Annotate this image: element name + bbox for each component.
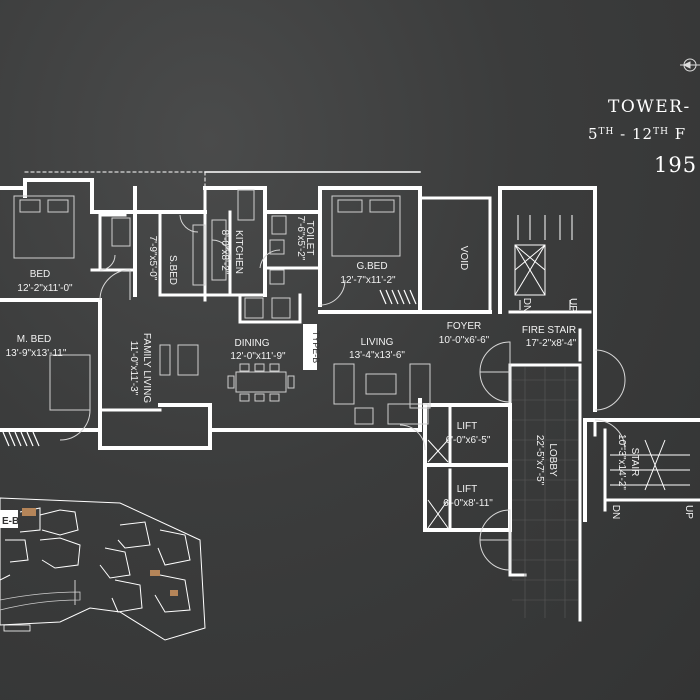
fire-stair-up: UP — [567, 298, 578, 312]
furniture — [13, 189, 431, 425]
room-lift1-name: LIFT — [457, 421, 478, 432]
room-firestair-name: FIRE STAIR — [522, 325, 576, 336]
room-dining-size: 12'-0"x11'-9" — [230, 351, 286, 362]
room-lobby-size: 22'-5"x7'-5" — [534, 435, 545, 486]
room-foyer-name: FOYER — [447, 321, 481, 332]
svg-text:TYPE-B: TYPE-B — [311, 331, 321, 364]
room-kitchen-name: KITCHEN — [233, 230, 244, 274]
room-mbed-name: M. BED — [17, 334, 51, 345]
window-hatch — [2, 289, 417, 447]
stair-graphics — [427, 215, 690, 529]
tower-title: TOWER- — [608, 97, 691, 117]
room-toilet-name: TOILET — [304, 221, 315, 256]
room-gbed-size: 12'-7"x11'-2" — [340, 275, 396, 286]
floor-range: 5TH - 12TH F — [588, 125, 686, 143]
room-lobby-name: LOBBY — [547, 443, 558, 477]
room-dining-name: DINING — [235, 338, 270, 349]
room-bed-size: 12'-2"x11'-0" — [17, 283, 73, 294]
unit-area: 195 — [654, 153, 697, 177]
room-living-name: LIVING — [361, 337, 394, 348]
door-swings — [59, 214, 626, 571]
room-lift2-size: 6'-0"x8'-11" — [443, 498, 493, 509]
room-firestair-size: 17'-2"x8'-4" — [526, 338, 577, 349]
keyplan-type-tag: E-B — [2, 516, 19, 527]
compass-icon — [680, 58, 700, 72]
type-b-tag: TYPE-B — [303, 324, 321, 370]
fire-stair-dn: DN — [521, 298, 532, 312]
room-labels: BED 12'-2"x11'-0" M. BED 13'-9"x13'-11" … — [6, 216, 640, 509]
room-family-size: 11'-0"x11'-3" — [128, 341, 139, 396]
room-kitchen-size: 8'-0"x8'-2" — [219, 230, 230, 275]
room-foyer-size: 10'-0"x6'-6" — [439, 335, 490, 346]
keyplan-highlight — [22, 508, 36, 516]
key-plan: E-B — [0, 497, 206, 641]
room-lift2-name: LIFT — [457, 484, 478, 495]
room-bed-name: BED — [30, 269, 51, 280]
room-family-name: FAMILY LIVING — [141, 333, 152, 403]
room-void-name: VOID — [458, 246, 469, 270]
room-mbed-size: 13'-9"x13'-11" — [6, 348, 67, 359]
stair-dn: DN — [610, 505, 621, 519]
stair-markers: DN UP DN UP — [521, 298, 694, 519]
lobby-pattern — [512, 367, 578, 618]
room-stair-size: 10'-3"x14'-2" — [616, 434, 627, 490]
room-gbed-name: G.BED — [356, 261, 387, 272]
room-lift1-size: 6'-0"x6'-5" — [446, 435, 491, 446]
room-living-size: 13'-4"x13'-6" — [349, 350, 405, 361]
room-sbed-name: S.BED — [167, 255, 178, 285]
room-sbed-size: 7'-9"x5'-0" — [147, 236, 158, 281]
walls — [0, 171, 700, 622]
room-stair-name: STAIR — [629, 448, 640, 477]
room-toilet-size: 7'-6"x5'-2" — [295, 216, 306, 261]
stair-up: UP — [683, 505, 694, 519]
